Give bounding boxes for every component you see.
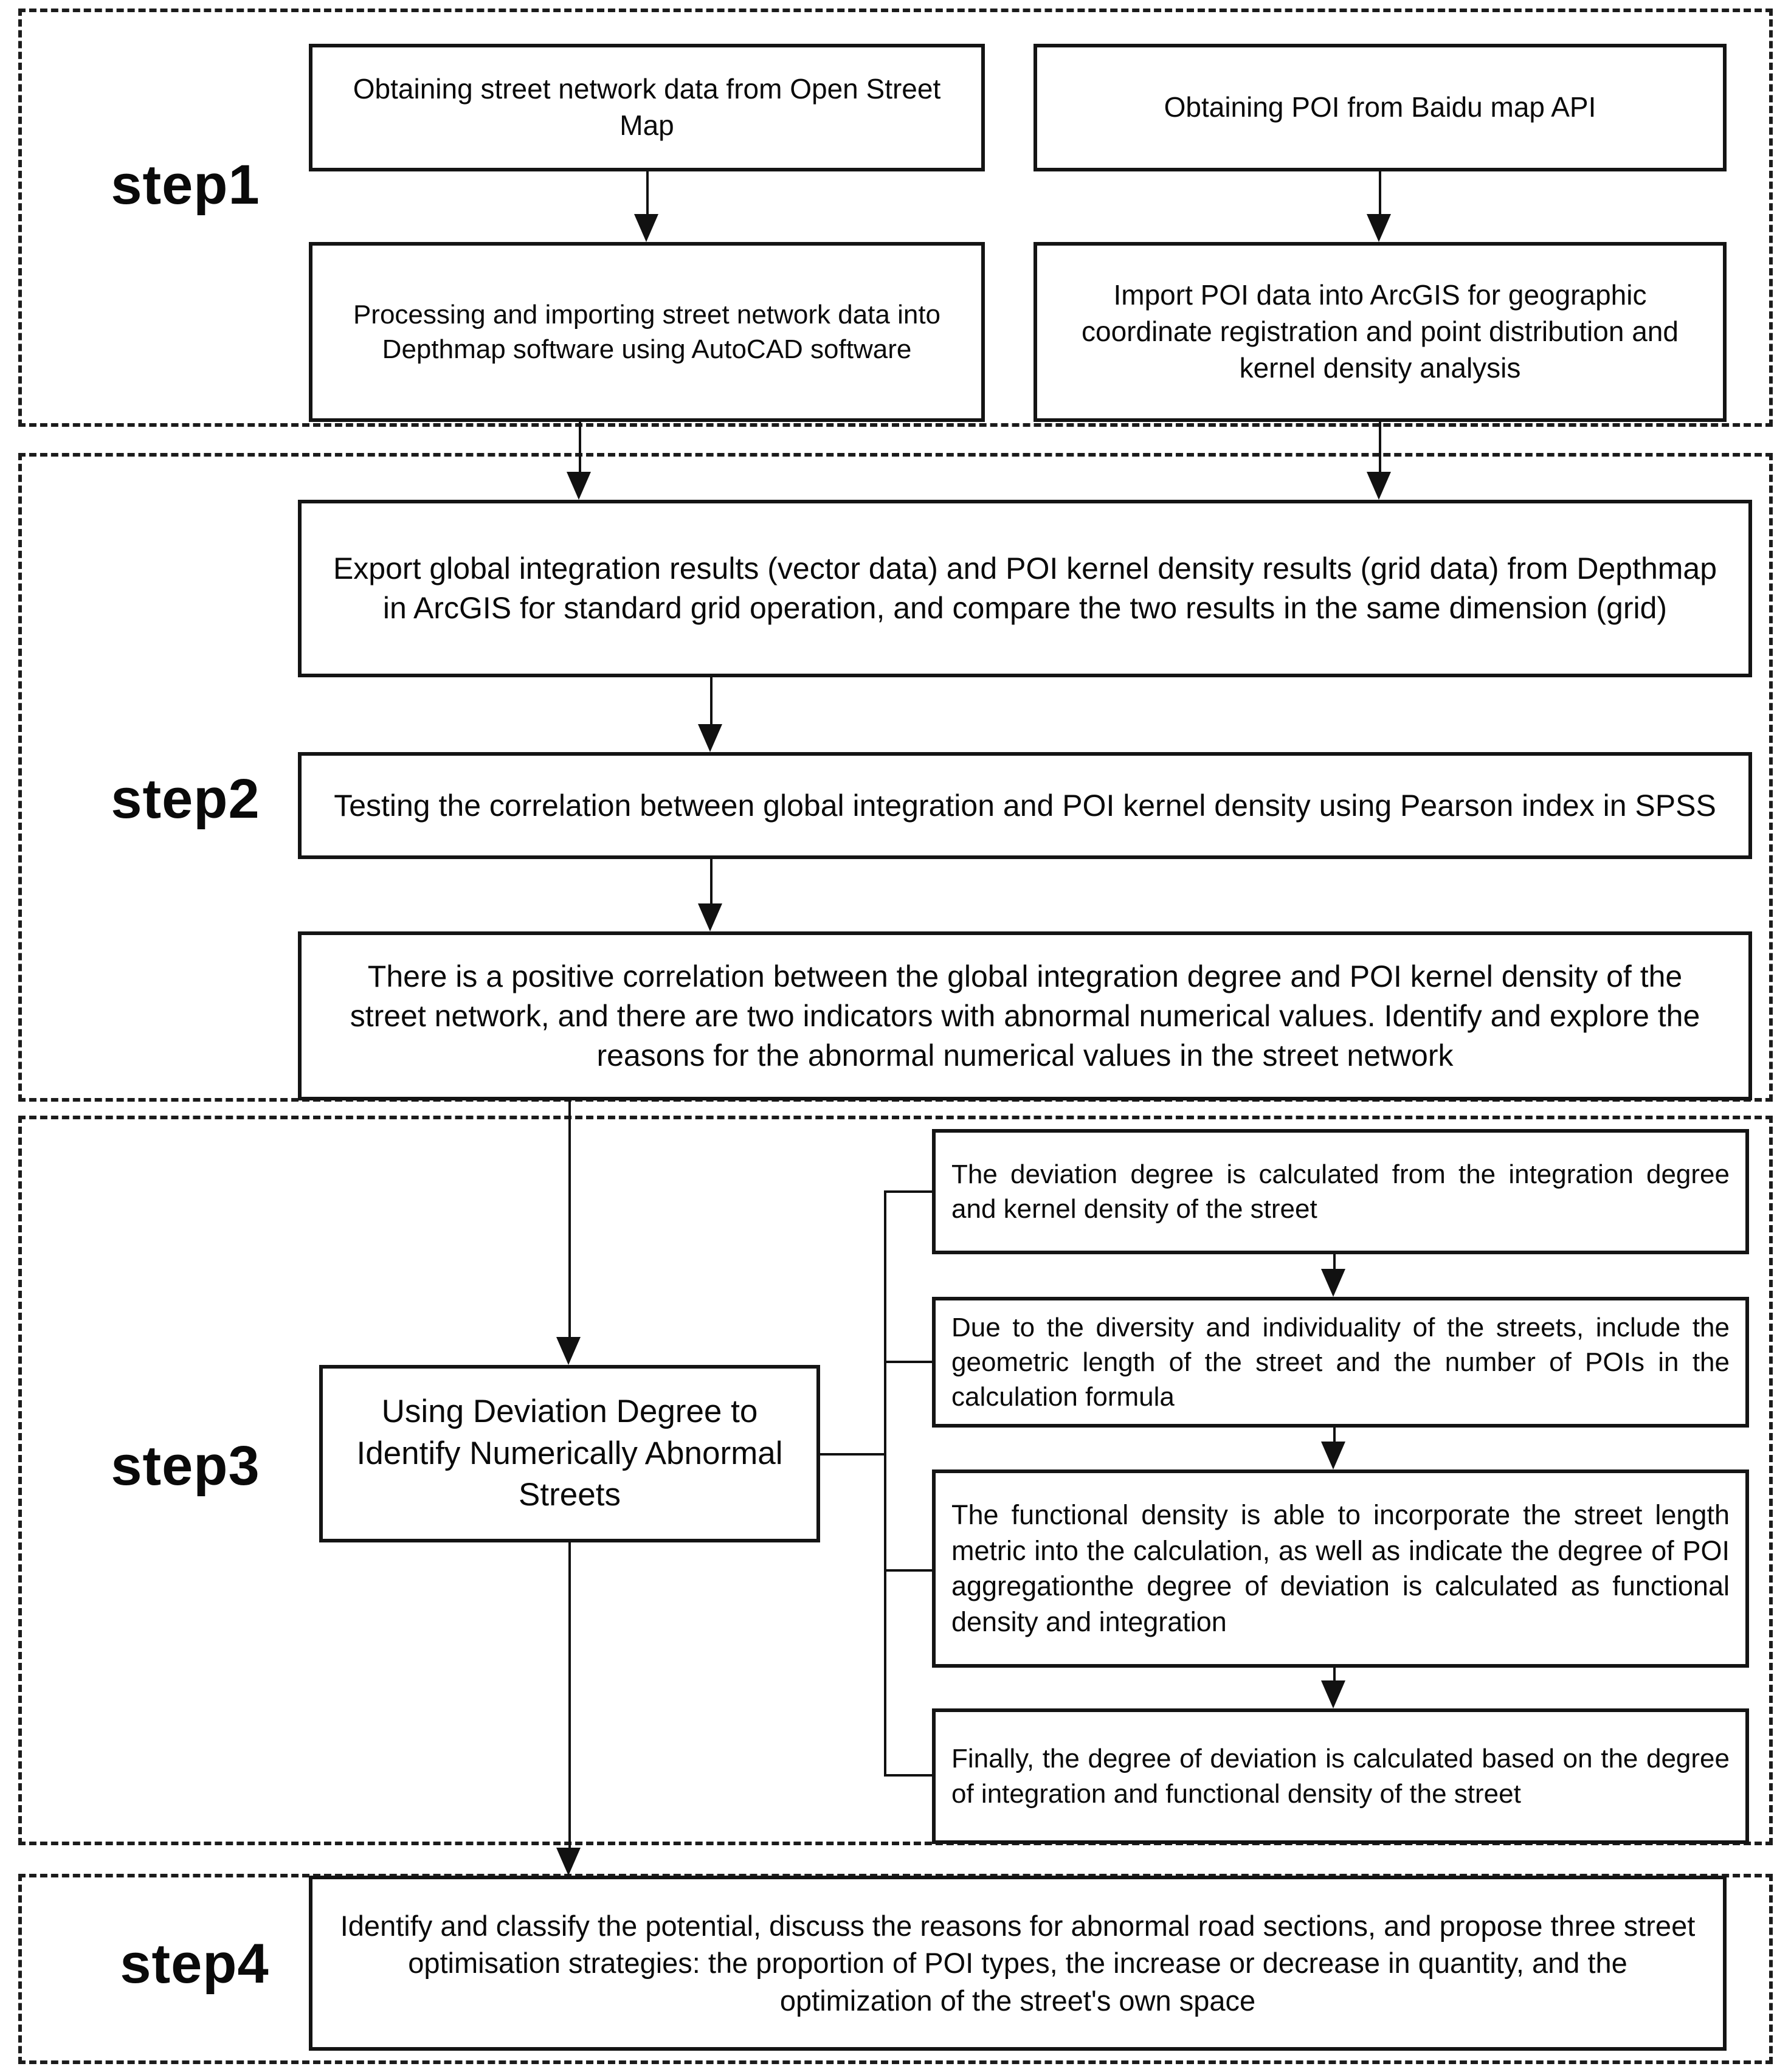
box-step4-strategies: Identify and classify the potential, dis… — [309, 1876, 1727, 2051]
box-obtain-osm-data-text: Obtaining street network data from Open … — [353, 73, 941, 141]
box-export-compare-grid-text: Export global integration results (vecto… — [333, 551, 1717, 625]
arrow-functional-to-final-line — [1333, 1668, 1336, 1683]
arrow-baidu-to-arcgis-head — [1367, 214, 1391, 242]
step1-region — [18, 9, 1773, 427]
box-step4-strategies-text: Identify and classify the potential, dis… — [340, 1910, 1696, 2017]
box-functional-density: The functional density is able to incorp… — [932, 1469, 1749, 1668]
arrow-arcgis-to-export-head — [1367, 472, 1391, 500]
arrow-osm-to-depthmap-head — [634, 214, 658, 242]
box-positive-correlation-result: There is a positive correlation between … — [298, 931, 1752, 1100]
box-process-import-depthmap: Processing and importing street network … — [309, 242, 985, 422]
box-final-deviation-calculation: Finally, the degree of deviation is calc… — [932, 1708, 1749, 1844]
box-functional-density-text: The functional density is able to incorp… — [951, 1499, 1730, 1637]
arrow-export-to-pearson-line — [710, 677, 713, 725]
step2-label: step2 — [111, 768, 260, 830]
arrow-pearson-to-correlation-head — [698, 903, 722, 931]
box-pearson-correlation-test: Testing the correlation between global i… — [298, 752, 1752, 859]
connector-stub-deviation-calc — [884, 1190, 932, 1193]
box-street-diversity-formula: Due to the diversity and individuality o… — [932, 1297, 1749, 1428]
box-import-poi-arcgis-text: Import POI data into ArcGIS for geograph… — [1082, 279, 1679, 384]
box-street-diversity-formula-text: Due to the diversity and individuality o… — [951, 1312, 1730, 1412]
arrow-devcalc-to-diversity-head — [1321, 1269, 1345, 1297]
box-export-compare-grid: Export global integration results (vecto… — [298, 500, 1752, 677]
arrow-correlation-to-deviation-head — [556, 1337, 581, 1365]
box-final-deviation-calculation-text: Finally, the degree of deviation is calc… — [951, 1744, 1730, 1809]
box-obtain-osm-data: Obtaining street network data from Open … — [309, 44, 985, 171]
connector-spine — [884, 1190, 886, 1777]
box-deviation-from-integration-kernel: The deviation degree is calculated from … — [932, 1129, 1749, 1254]
arrow-depthmap-to-export-line — [579, 422, 581, 473]
arrow-deviation-to-step4-head — [556, 1848, 581, 1876]
connector-stub-functional-density — [884, 1569, 932, 1572]
arrow-depthmap-to-export-head — [567, 472, 591, 500]
arrow-pearson-to-correlation-line — [710, 859, 713, 905]
step3-region — [18, 1116, 1773, 1845]
arrow-export-to-pearson-head — [698, 724, 722, 752]
arrow-deviation-to-step4-line — [568, 1542, 571, 1849]
step3-label: step3 — [111, 1435, 260, 1497]
arrow-osm-to-depthmap-line — [646, 171, 649, 215]
box-deviation-degree-method: Using Deviation Degree to Identify Numer… — [319, 1365, 820, 1542]
arrow-diversity-to-functional-line — [1333, 1428, 1336, 1444]
arrow-baidu-to-arcgis-line — [1379, 171, 1381, 215]
box-process-import-depthmap-text: Processing and importing street network … — [353, 299, 941, 364]
step1-label: step1 — [111, 154, 260, 216]
box-deviation-from-integration-kernel-text: The deviation degree is calculated from … — [951, 1159, 1730, 1224]
box-positive-correlation-result-text: There is a positive correlation between … — [350, 959, 1700, 1072]
box-pearson-correlation-test-text: Testing the correlation between global i… — [334, 788, 1716, 823]
box-deviation-degree-method-text: Using Deviation Degree to Identify Numer… — [356, 1393, 783, 1513]
connector-branch-to-spine — [820, 1453, 885, 1456]
box-obtain-poi-baidu-text: Obtaining POI from Baidu map API — [1164, 91, 1596, 123]
connector-stub-diversity — [884, 1361, 932, 1363]
step4-label: step4 — [120, 1933, 269, 1995]
arrow-functional-to-final-head — [1321, 1680, 1345, 1708]
arrow-devcalc-to-diversity-line — [1333, 1254, 1336, 1271]
arrow-correlation-to-deviation-line — [568, 1100, 571, 1338]
box-obtain-poi-baidu: Obtaining POI from Baidu map API — [1034, 44, 1727, 171]
arrow-arcgis-to-export-line — [1379, 422, 1381, 473]
arrow-diversity-to-functional-head — [1321, 1442, 1345, 1469]
connector-stub-final-deviation — [884, 1774, 932, 1777]
box-import-poi-arcgis: Import POI data into ArcGIS for geograph… — [1034, 242, 1727, 422]
